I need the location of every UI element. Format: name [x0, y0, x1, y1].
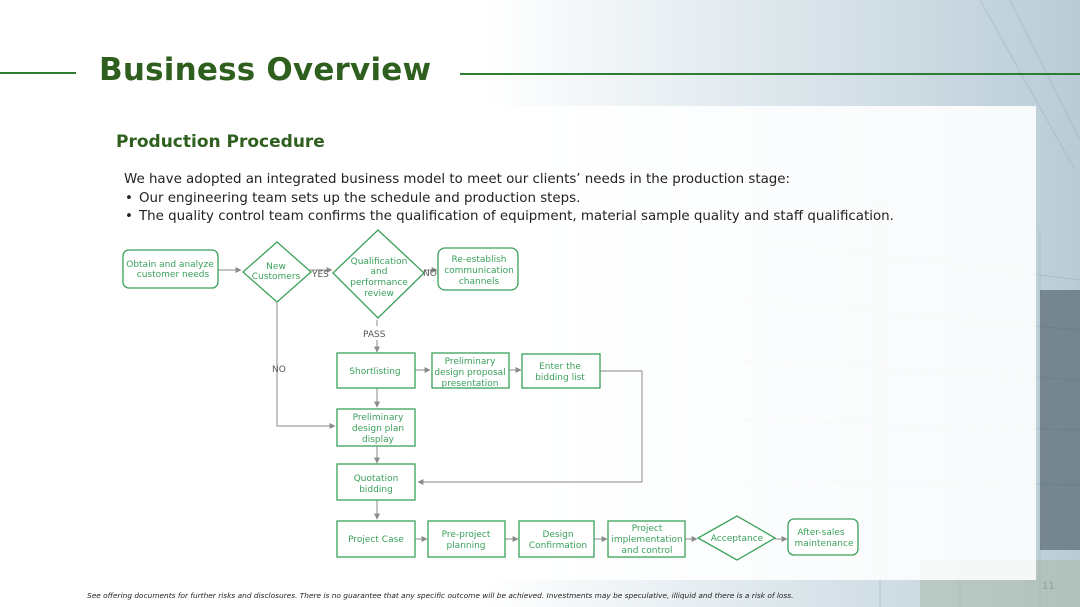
- intro-block: We have adopted an integrated business m…: [124, 171, 894, 227]
- branch-label-no-right: NO: [423, 269, 437, 279]
- node-plan-display: [336, 408, 416, 447]
- title-rule-right: [460, 73, 1080, 75]
- label-project-case: Project Case: [348, 535, 404, 545]
- section-subtitle: Production Procedure: [116, 132, 325, 152]
- bullet-list: Our engineering team sets up the schedul…: [124, 190, 894, 227]
- page-number: 11: [1042, 581, 1055, 592]
- branch-label-no-left: NO: [272, 365, 286, 375]
- node-preliminary-proposal: [431, 352, 510, 389]
- branch-label-pass: PASS: [363, 330, 386, 340]
- bullet-item: Our engineering team sets up the schedul…: [125, 190, 894, 209]
- label-shortlisting: Shortlisting: [349, 367, 400, 377]
- node-new-customers: [242, 241, 312, 303]
- node-project-case: [336, 520, 416, 558]
- branch-label-yes: YES: [311, 270, 329, 280]
- title-rule-left: [0, 72, 76, 74]
- arrow-new-no-to-display: [276, 302, 336, 429]
- node-bidding-list: [521, 353, 601, 389]
- node-obtain-needs: [122, 249, 219, 289]
- node-shortlisting: [336, 352, 416, 389]
- node-pre-project: [427, 520, 506, 558]
- node-qualification-review: [332, 229, 425, 319]
- content-panel: [88, 106, 1036, 580]
- arrow-bidding-to-quotation: [417, 370, 643, 485]
- node-implementation: [607, 520, 686, 558]
- bullet-item: The quality control team confirms the qu…: [125, 208, 894, 227]
- node-reestablish: [437, 247, 519, 291]
- node-quotation: [336, 463, 416, 501]
- page-title: Business Overview: [99, 52, 432, 88]
- node-acceptance: [696, 515, 777, 561]
- intro-text: We have adopted an integrated business m…: [124, 172, 791, 187]
- node-design-confirmation: [518, 520, 595, 558]
- node-after-sales: [787, 518, 859, 556]
- label-acceptance: Acceptance: [711, 534, 764, 544]
- flow-connectors: [218, 267, 788, 542]
- disclaimer-footer: See offering documents for further risks…: [87, 591, 794, 600]
